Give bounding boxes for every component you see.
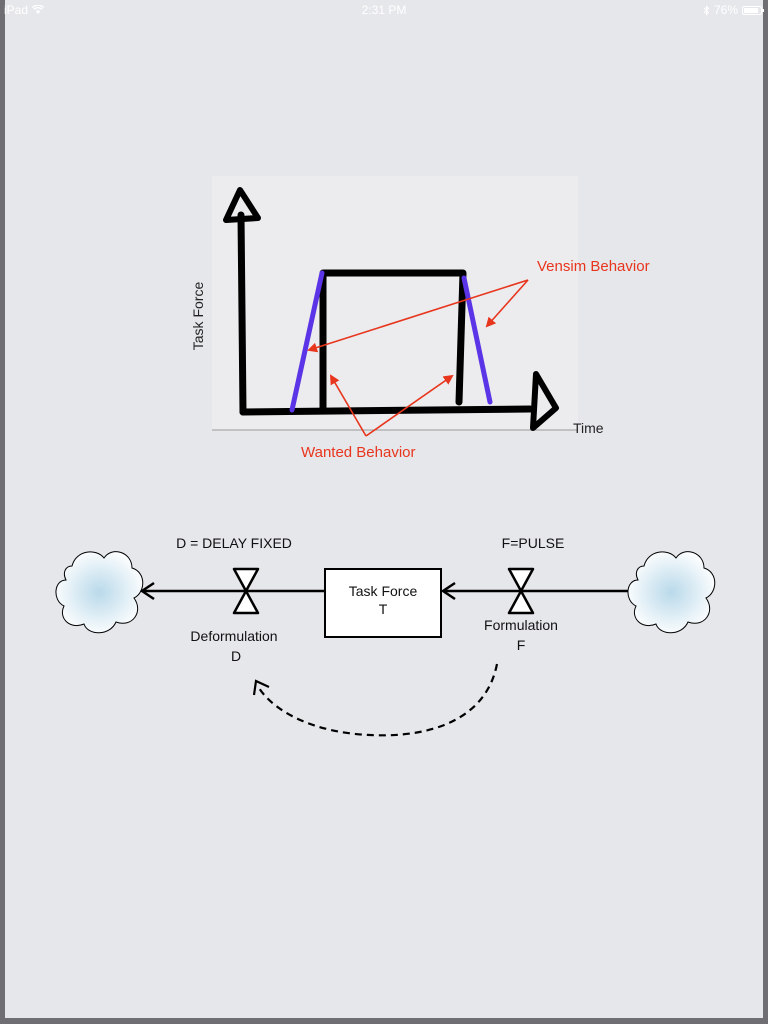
feedback-dashed-arrow [258,663,499,737]
inflow-valve [507,567,535,615]
stock-box [324,568,442,638]
battery-fill [744,7,758,13]
bluetooth-icon [703,4,710,16]
carrier-label: iPad [4,3,29,17]
x-axis-label: Time [573,420,604,436]
outflow-symbol: D [231,648,241,664]
outflow-arrowhead [139,581,155,601]
sketch-paper [212,176,578,430]
y-axis-label: Task Force [190,282,206,351]
outflow-name: Deformulation [190,628,277,644]
wifi-icon [32,5,45,14]
y-axis-arrowhead [223,187,261,223]
inflow-arrowhead [440,581,456,601]
vensim-rise-line [289,270,325,413]
stock-symbol: T [379,601,388,617]
battery-percent: 76% [713,3,738,17]
page-background [5,0,763,1018]
wanted-arrow-right [365,374,454,437]
status-time: 2:31 PM [361,3,407,17]
behavior-chart: Task Force Time Vensim Behavior Wanted B… [190,176,650,461]
wanted-arrow-left [329,374,367,437]
inflow-equation: F=PULSE [502,535,565,551]
stock-label: Task Force [349,583,418,599]
source-cloud [627,551,716,634]
x-axis-arrowhead [530,371,559,431]
y-axis [237,211,247,416]
vensim-arrow-left [307,279,529,353]
status-bar: iPad 2:31 PM 76% [0,0,768,20]
x-axis [239,405,534,416]
inflow-name: Formulation [484,617,558,633]
status-right: 76% [703,0,764,20]
wanted-behavior-label: Wanted Behavior [301,444,416,461]
vensim-behavior-label: Vensim Behavior [537,258,650,275]
inflow-symbol: F [517,637,526,653]
wanted-behavior-line [319,269,467,412]
outflow-equation: D = DELAY FIXED [176,535,292,551]
battery-icon [742,5,764,15]
feedback-arrowhead [252,679,270,696]
outflow-valve [232,567,260,615]
status-left: iPad [4,0,45,20]
sink-cloud [55,551,144,634]
vensim-arrow-right [485,279,529,328]
stock-flow-diagram: Task Force T D = DELAY FIXED Deformulati… [55,535,716,737]
